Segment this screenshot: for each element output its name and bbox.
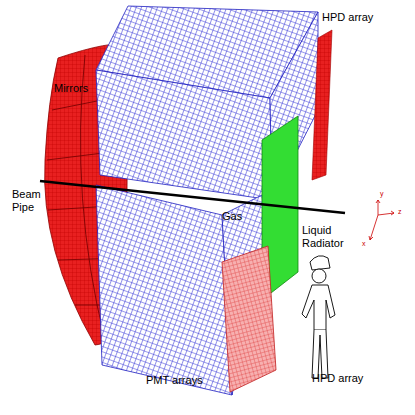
- axis-label: z: [398, 208, 402, 216]
- axis-triad: [369, 200, 394, 240]
- part-label: Mirrors: [54, 82, 88, 95]
- hpd-array: [222, 246, 276, 392]
- beam-pipe: [40, 181, 345, 213]
- part-label: PMT arrays: [146, 374, 203, 387]
- hpd-array: [312, 30, 332, 180]
- part-label: HPD array: [312, 372, 363, 385]
- axis-label: x: [362, 240, 366, 248]
- part-label: HPD array: [322, 11, 373, 24]
- part-label: Gas: [222, 210, 242, 223]
- axis-label: y: [380, 190, 384, 198]
- part-label: Beam Pipe: [12, 188, 52, 213]
- pmt-array: [96, 185, 232, 395]
- part-label: Liquid Radiator: [302, 224, 354, 249]
- human-figure: [302, 256, 335, 378]
